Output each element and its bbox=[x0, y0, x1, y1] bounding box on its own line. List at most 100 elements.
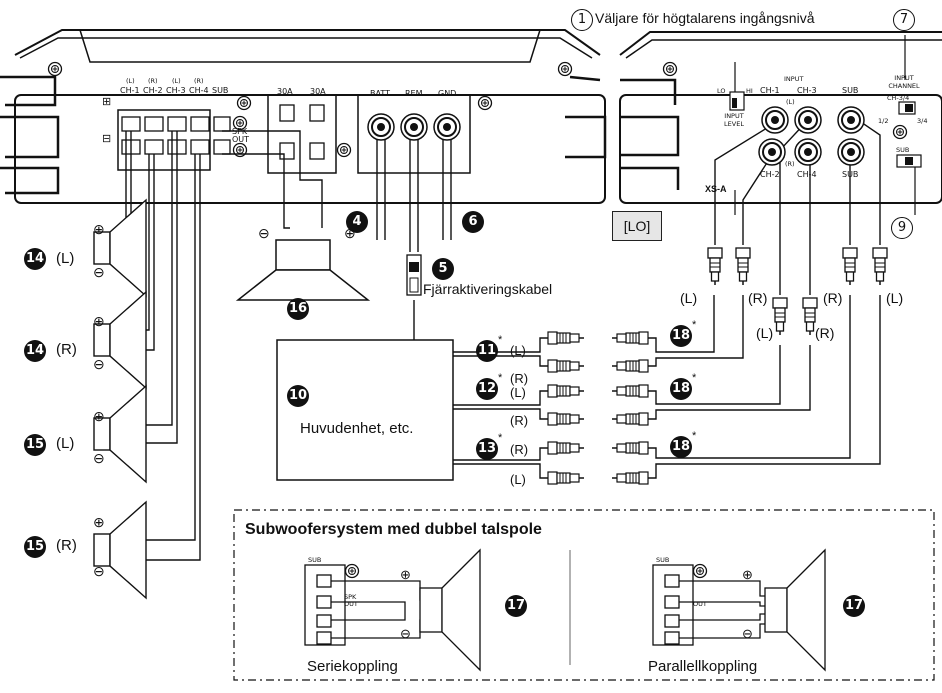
fuse-1-label: 30A bbox=[277, 87, 293, 96]
ch2-in-label: CH-2 bbox=[760, 170, 780, 179]
callout-14b: 14 bbox=[24, 340, 46, 362]
left-amplifier bbox=[0, 29, 607, 204]
series-minus: ⊖ bbox=[400, 626, 411, 641]
lo-tag: [LO] bbox=[612, 211, 662, 241]
speaker-terminals bbox=[121, 104, 325, 160]
pol-plus-2: ⊕ bbox=[93, 313, 105, 329]
star-12: * bbox=[498, 372, 503, 384]
star-18b: * bbox=[692, 372, 697, 384]
plug-ch4-r: (R) bbox=[815, 325, 835, 341]
spk-14b-ch: (R) bbox=[56, 341, 77, 358]
ch1-in-label: CH-1 bbox=[760, 86, 780, 95]
gnd-label: GND bbox=[438, 89, 457, 98]
callout-1: 1 bbox=[571, 9, 593, 31]
pol-minus-1: ⊖ bbox=[93, 264, 105, 280]
parallel-label: Parallellkoppling bbox=[648, 658, 758, 675]
sub-in-label: SUB bbox=[842, 86, 859, 95]
callout-13: 13 bbox=[476, 438, 498, 460]
pol-minus-3: ⊖ bbox=[93, 450, 105, 466]
series-label: Seriekoppling bbox=[307, 658, 398, 675]
ch3-in-label: CH-3 bbox=[797, 86, 817, 95]
ch-r-tag: (R) bbox=[785, 160, 795, 168]
input-level-label: INPUT LEVEL bbox=[724, 112, 744, 128]
star-13: * bbox=[498, 432, 503, 444]
parallel-sub: SUB bbox=[656, 556, 670, 564]
head-unit-label: Huvudenhet, etc. bbox=[300, 420, 414, 437]
series-spk-out: SPK OUT bbox=[344, 593, 358, 608]
star-18a: * bbox=[692, 319, 697, 331]
parallel-minus: ⊖ bbox=[742, 626, 753, 641]
spk-out-label: SPK OUT bbox=[232, 127, 250, 144]
ch1-lr: (L) bbox=[126, 77, 135, 85]
callout-5: 5 bbox=[432, 258, 454, 280]
spk-15a-ch: (L) bbox=[56, 435, 75, 452]
input-level-selector-label: Väljare för högtalarens ingångsnivå bbox=[595, 10, 815, 26]
parallel-plus: ⊕ bbox=[742, 567, 753, 582]
ch4-label: CH-4 bbox=[189, 86, 209, 95]
spk-14a-ch: (L) bbox=[56, 250, 75, 267]
ch1-label: CH-1 bbox=[120, 86, 140, 95]
callout-4: 4 bbox=[346, 211, 368, 233]
parallel-out: OUT bbox=[693, 600, 707, 608]
rem-label: REM bbox=[405, 89, 423, 98]
callout-10: 10 bbox=[287, 385, 309, 407]
plug-sub-r: (R) bbox=[823, 290, 843, 306]
sub-label: SUB bbox=[212, 86, 229, 95]
ch2-label: CH-2 bbox=[143, 86, 163, 95]
fuse-2-label: 30A bbox=[310, 87, 326, 96]
sub-pol-minus: ⊖ bbox=[258, 225, 270, 241]
row13-r: (R) bbox=[510, 442, 529, 457]
callout-7: 7 bbox=[893, 9, 915, 31]
callout-9: 9 bbox=[891, 217, 913, 239]
pol-plus-3: ⊕ bbox=[93, 408, 105, 424]
row11-r: (R) bbox=[510, 371, 529, 386]
pol-plus-1: ⊕ bbox=[93, 221, 105, 237]
callout-18b: 18 bbox=[670, 378, 692, 400]
callout-15b: 15 bbox=[24, 536, 46, 558]
callout-12: 12 bbox=[476, 378, 498, 400]
callout-6: 6 bbox=[462, 211, 484, 233]
ch3-label: CH-3 bbox=[166, 86, 186, 95]
sub-pol-plus: ⊕ bbox=[344, 225, 356, 241]
hi-label: HI bbox=[746, 87, 753, 95]
three-four-label: 3/4 bbox=[917, 117, 928, 125]
input-channel-label: INPUT CHANNEL bbox=[888, 74, 920, 90]
callout-17a: 17 bbox=[505, 595, 527, 617]
star-18c: * bbox=[692, 430, 697, 442]
row12-l: (L) bbox=[510, 385, 526, 400]
pol-minus-2: ⊖ bbox=[93, 356, 105, 372]
one-two-label: 1/2 bbox=[878, 117, 889, 125]
callout-15a: 15 bbox=[24, 434, 46, 456]
row11-l: (L) bbox=[510, 343, 526, 358]
parallel-diagram bbox=[652, 548, 826, 672]
callout-18c: 18 bbox=[670, 436, 692, 458]
ch3-lr: (L) bbox=[172, 77, 181, 85]
callout-14a: 14 bbox=[24, 248, 46, 270]
callout-18a: 18 bbox=[670, 325, 692, 347]
row12-r: (R) bbox=[510, 413, 529, 428]
right-amplifier bbox=[619, 31, 942, 204]
pol-minus-4: ⊖ bbox=[93, 563, 105, 579]
batt-label: BATT bbox=[370, 89, 390, 98]
spk-15b-ch: (R) bbox=[56, 537, 77, 554]
row13-l: (L) bbox=[510, 472, 526, 487]
lo-label: LO bbox=[717, 87, 726, 95]
ch-l-tag: (L) bbox=[786, 98, 795, 106]
plug-ch3-l: (L) bbox=[756, 325, 774, 341]
plug-ch1-l: (L) bbox=[680, 290, 698, 306]
plug-sub-l: (L) bbox=[886, 290, 904, 306]
power-wires bbox=[376, 140, 452, 342]
ch34-label: CH-3/4 bbox=[887, 94, 910, 102]
sub-switch-label: SUB bbox=[896, 146, 910, 154]
minus-symbol: ⊟ bbox=[102, 133, 112, 145]
series-sub: SUB bbox=[308, 556, 322, 564]
series-diagram bbox=[304, 548, 481, 672]
star-11: * bbox=[498, 334, 503, 346]
sub-in-label-2: SUB bbox=[842, 170, 859, 179]
ch4-lr: (R) bbox=[194, 77, 204, 85]
remote-cable-label: Fjärraktiveringskabel bbox=[423, 281, 553, 297]
callout-17b: 17 bbox=[843, 595, 865, 617]
series-plus: ⊕ bbox=[400, 567, 411, 582]
